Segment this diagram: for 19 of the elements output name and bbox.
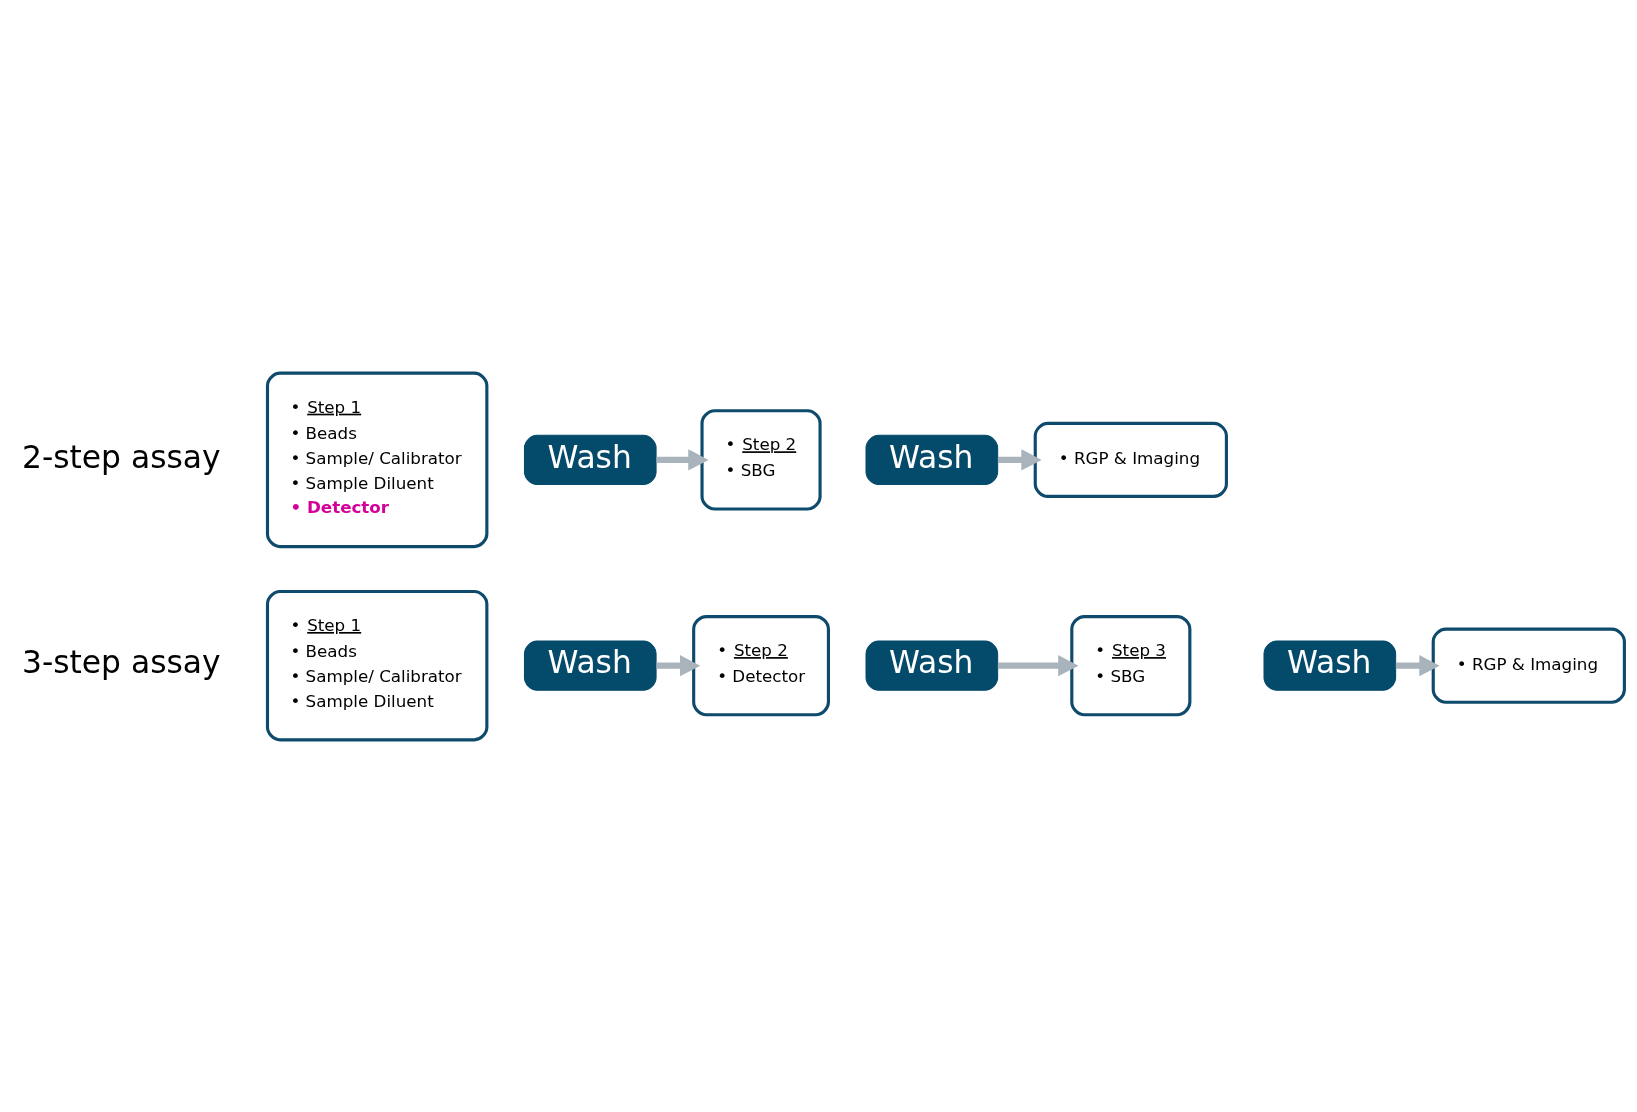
node-box: Wash [523,434,657,485]
label: 3-step assay [21,643,221,680]
label: 2-step assay [21,438,221,475]
node-box: • Step 1 • Beads • Sample/ Calibrator • Sample Diluent • Detector [265,371,489,548]
node-box: • Step 2 • SBG [700,408,822,511]
node-box: Wash [1263,640,1397,691]
node-box: Wash [865,640,999,691]
node-box: • Step 1 • Beads • Sample/ Calibrator • Sample Diluent [265,589,489,741]
node-box: Wash [865,434,999,485]
arrow [997,448,1042,471]
node-box: Wash [523,640,657,691]
node-box: • RGP & Imaging [1033,421,1228,498]
node-box: • Step 2 • Detector [692,614,830,716]
node-box: • Step 3 • SBG [1070,614,1192,716]
arrow [656,448,709,471]
arrow [997,654,1079,676]
arrow [1395,654,1440,676]
node-box: • RGP & Imaging [1431,627,1626,704]
arrow [656,654,701,676]
